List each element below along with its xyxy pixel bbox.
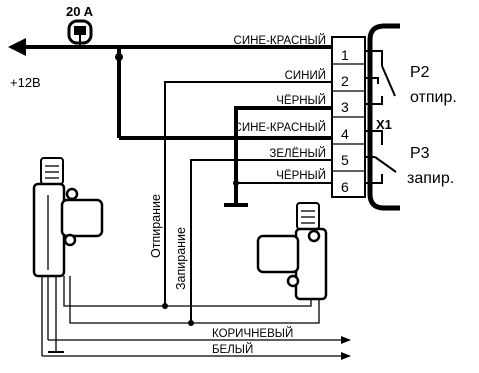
relay-p3-name: Р3: [410, 145, 430, 162]
wire-label-1: СИНЕ-КРАСНЫЙ: [234, 34, 326, 47]
relay-p2-contact: [365, 50, 396, 105]
relay-p3-no: [365, 174, 383, 184]
relay-p3-common: [365, 130, 383, 145]
relay-p3-function: запир.: [407, 170, 454, 187]
wire-label-4: СИНЕ-КРАСНЫЙ: [234, 121, 326, 134]
fuse-element: [74, 26, 86, 35]
pin-number-1: 1: [341, 47, 349, 63]
actuator-screw: [65, 187, 79, 201]
actuator-housing: [32, 182, 66, 278]
relay-p2-blade: [381, 65, 396, 97]
slave-lead-lock: [191, 299, 320, 324]
connector-name: X1: [376, 117, 392, 132]
wire-pin2: [164, 81, 332, 306]
actuator-motor: [60, 198, 104, 238]
actuator-screw: [307, 229, 321, 243]
actuator-screw: [286, 274, 300, 288]
wire-label-5: ЗЕЛЁНЫЙ: [269, 147, 326, 160]
relay-p2-nc: [365, 77, 379, 84]
actuator-rod: [40, 157, 64, 185]
lock-signal-label: Запирание: [174, 227, 188, 290]
relay-p2-common: [365, 50, 383, 66]
wire-pin3: [234, 106, 332, 205]
actuator-master: [32, 157, 104, 278]
wire-label-2: СИНИЙ: [285, 69, 326, 82]
wire-label-3: ЧЁРНЫЙ: [276, 94, 326, 107]
connector-x1: 1 2 3 4 5 6 X1: [331, 36, 392, 198]
wire-pin5: [190, 159, 332, 323]
output-label-white: БЕЛЫЙ: [212, 343, 253, 356]
relay-p2-function: отпир.: [410, 89, 457, 106]
module-bracket: [367, 23, 400, 211]
pin-number-2: 2: [341, 73, 349, 89]
unlock-signal-label: Отпирание: [149, 194, 163, 258]
pin-number-4: 4: [341, 126, 349, 142]
relay-p2-name: Р2: [410, 64, 430, 81]
actuator-rod: [296, 202, 320, 230]
pin-number-6: 6: [341, 179, 349, 195]
pin-number-5: 5: [341, 152, 349, 168]
relay-p3-contact: [365, 130, 397, 184]
master-lead-lock: [69, 276, 191, 324]
master-lead-unlock: [63, 276, 165, 307]
pin-number-3: 3: [341, 99, 349, 115]
fuse: 20 A: [66, 4, 94, 45]
slave-lead-unlock: [165, 299, 312, 307]
actuator-slave: [256, 202, 328, 301]
relay-p2-no: [365, 96, 383, 105]
relay-p3-blade: [374, 156, 397, 173]
power-arrow: [8, 38, 26, 56]
output-label-brown: КОРИЧНЕВЫЙ: [212, 327, 293, 340]
actuator-screw: [63, 233, 77, 247]
ground-junction: [233, 180, 239, 186]
power-label: +12В: [10, 75, 41, 90]
fuse-label: 20 A: [66, 4, 94, 19]
wire-label-6: ЧЁРНЫЙ: [276, 169, 326, 182]
actuator-motor: [256, 234, 300, 274]
